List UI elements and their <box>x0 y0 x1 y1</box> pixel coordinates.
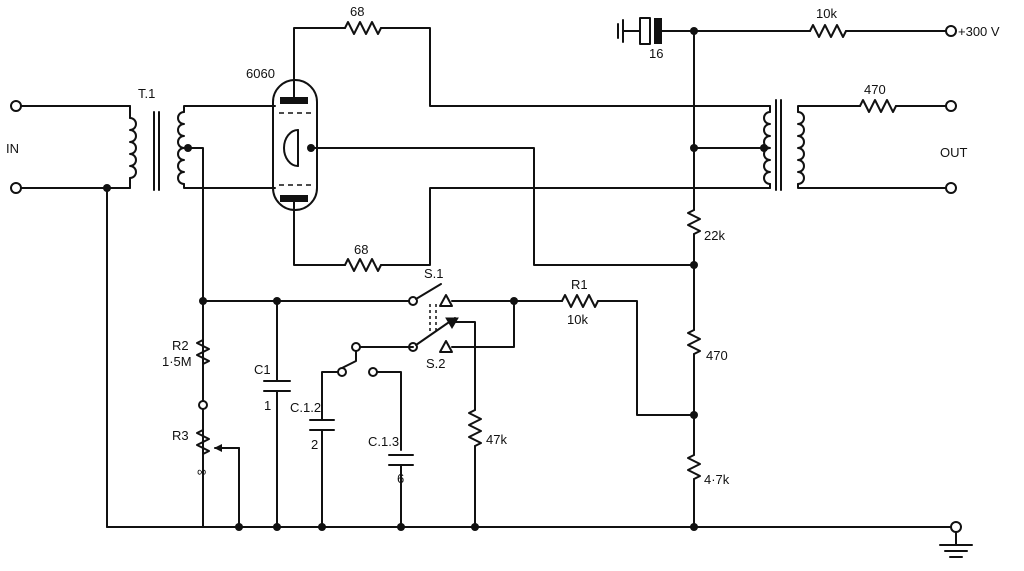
c12-value-label: 2 <box>311 437 318 452</box>
divider-chain <box>687 209 701 528</box>
r2-r3-branch <box>196 339 240 528</box>
supply-wiring <box>617 17 947 211</box>
c13-value-label: 6 <box>397 471 404 486</box>
input-wiring <box>17 105 131 528</box>
output-resistor-label: 470 <box>864 82 886 97</box>
divider-bottom-label: 4·7k <box>704 472 730 487</box>
r1-value-label: 10k <box>567 312 588 327</box>
r1-name-label: R1 <box>571 277 588 292</box>
anode-resistor-top-label: 68 <box>350 4 364 19</box>
switch-s1-s2 <box>321 283 476 451</box>
junction-feedback-left <box>199 297 207 305</box>
anode-resistor-bottom-label: 68 <box>354 242 368 257</box>
capacitors <box>263 300 414 528</box>
junction-ot-tap <box>760 144 768 152</box>
tube-label: 6060 <box>246 66 275 81</box>
c13-name-label: C.1.3 <box>368 434 399 449</box>
s2-label: S.2 <box>426 356 446 371</box>
junction-gnd-c12 <box>318 523 326 531</box>
output-terminal-top <box>945 100 957 112</box>
anode-wiring <box>293 21 771 272</box>
output-transformer <box>693 99 947 191</box>
junction-gnd-47k <box>471 523 479 531</box>
junction-input-ground <box>103 184 111 192</box>
output-label: OUT <box>940 145 968 160</box>
supply-resistor-label: 10k <box>816 6 837 21</box>
junction-divider-top <box>690 261 698 269</box>
junction-t1-centertap <box>184 144 192 152</box>
r2-value-label: 1·5M <box>162 354 192 369</box>
r3-name-label: R3 <box>172 428 189 443</box>
junction-gnd-r3 <box>235 523 243 531</box>
ground-bus <box>106 526 973 558</box>
r-47k <box>468 409 482 528</box>
junction-gnd-divider <box>690 523 698 531</box>
junction-feedback-switch <box>510 297 518 305</box>
output-terminal-bottom <box>945 182 957 194</box>
divider-top-label: 22k <box>704 228 725 243</box>
junction-gnd-c13 <box>397 523 405 531</box>
s1-label: S.1 <box>424 266 444 281</box>
input-terminal-bottom <box>10 182 22 194</box>
junction-supply <box>690 27 698 35</box>
ground-terminal <box>950 521 962 533</box>
c1-name-label: C1 <box>254 362 271 377</box>
input-label: IN <box>6 141 19 156</box>
c1-value-label: 1 <box>264 398 271 413</box>
c12-name-label: C.1.2 <box>290 400 321 415</box>
r2-name-label: R2 <box>172 338 189 353</box>
junction-ot-centertap <box>690 144 698 152</box>
supply-cap-label: 16 <box>649 46 663 61</box>
input-terminal-top <box>10 100 22 112</box>
divider-mid-label: 470 <box>706 348 728 363</box>
r3-value-label: ∞ <box>197 464 206 479</box>
r47k-label: 47k <box>486 432 507 447</box>
supply-terminal <box>945 25 957 37</box>
feedback-path <box>202 294 695 416</box>
transformer-label: T.1 <box>138 86 155 101</box>
junction-gnd-c1 <box>273 523 281 531</box>
supply-voltage-label: +300 V <box>958 24 1000 39</box>
